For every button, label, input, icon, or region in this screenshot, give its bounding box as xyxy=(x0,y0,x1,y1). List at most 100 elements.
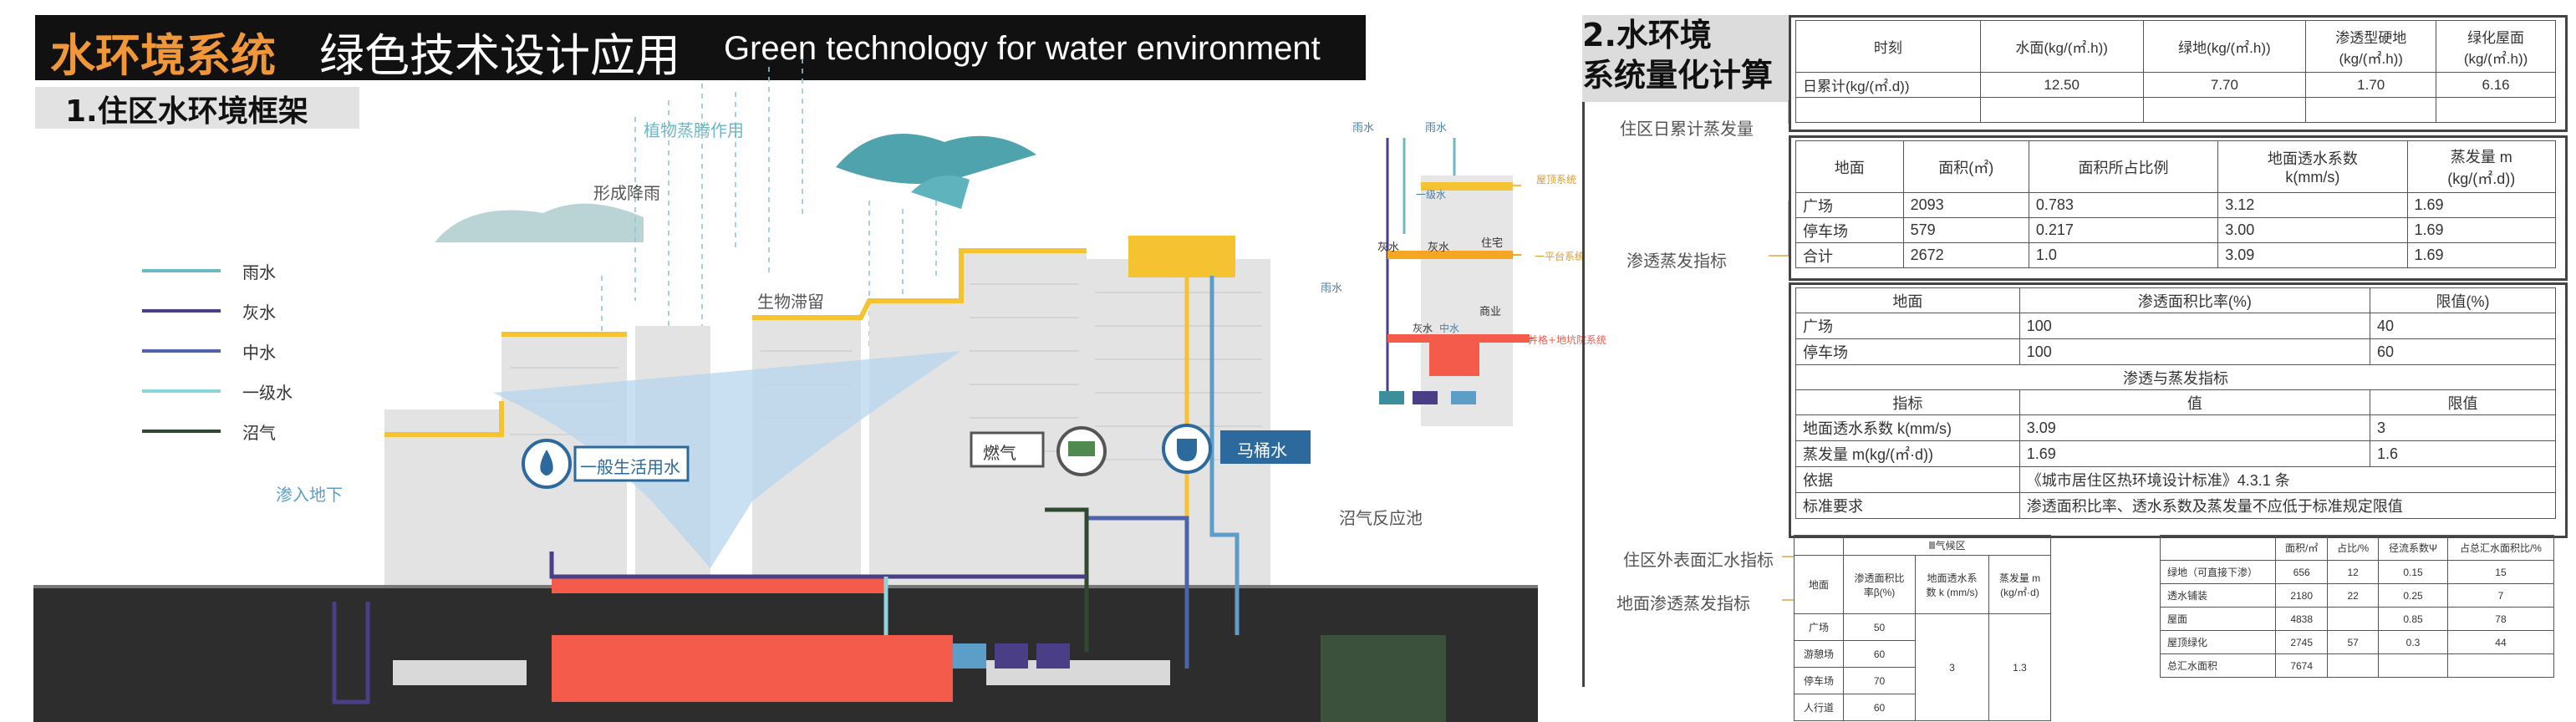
table3-header-cell: 限值(%) xyxy=(2369,287,2557,313)
schematic-label-rain-mid: 雨水 xyxy=(1321,282,1343,295)
legend-item: 灰水 xyxy=(142,291,293,331)
table5-header-cell: 面积/㎡ xyxy=(2275,535,2329,561)
table4-header-cell: 渗透面积比 率β(%) xyxy=(1843,555,1916,614)
schematic-ground-box xyxy=(1429,343,1479,376)
schematic-label-residential: 住宅 xyxy=(1481,237,1504,250)
table5-cell: 0.15 xyxy=(2378,560,2448,584)
table1-header-cell: 水面(kg/(㎡.h)) xyxy=(1979,20,2144,73)
title-english: Green technology for water environment xyxy=(724,30,1321,67)
schematic-label-grey-lower: 灰水 xyxy=(1413,323,1433,334)
section2-title-line2: 系统量化计算 xyxy=(1582,57,1774,94)
table2-cell: 广场 xyxy=(1795,192,1904,218)
table5-cell: 7674 xyxy=(2275,653,2329,678)
legend-swatch xyxy=(142,349,221,353)
table3-requirement-label: 标准要求 xyxy=(1795,492,2020,519)
table3-cell: 100 xyxy=(2019,313,2370,339)
section2-title-line1: 2.水环境 xyxy=(1582,17,1712,53)
label-general-water: 一般生活用水 xyxy=(580,457,680,477)
legend-swatch xyxy=(142,309,221,313)
schematic-building xyxy=(1421,175,1513,426)
table5-cell: 0.85 xyxy=(2378,607,2448,631)
schematic-label-commercial: 商业 xyxy=(1479,306,1502,318)
table5-cell: 2180 xyxy=(2275,583,2329,608)
table4-cell: 人行道 xyxy=(1793,694,1845,721)
label-infiltration-index: 渗透蒸发指标 xyxy=(1627,251,1727,271)
table3-cell: 3 xyxy=(2369,414,2557,441)
table3-cell: 40 xyxy=(2369,313,2557,339)
label-outer-surface: 住区外表面汇水指标 xyxy=(1623,550,1774,570)
schematic-label-roof-system: 屋顶系统 xyxy=(1536,174,1577,186)
table5-header-cell xyxy=(2159,535,2277,561)
table2-cell: 0.783 xyxy=(2028,192,2219,218)
table3-cell: 100 xyxy=(2019,338,2370,365)
schematic-tank-2 xyxy=(1413,391,1438,404)
legend-item: 沼气 xyxy=(142,411,293,451)
legend: 雨水灰水中水一级水沼气 xyxy=(142,251,293,451)
water-environment-diagram xyxy=(33,58,1538,722)
table1-cell xyxy=(1979,97,2144,123)
table4-cell: 停车场 xyxy=(1793,667,1845,694)
table5-cell: 屋顶绿化 xyxy=(2159,630,2277,654)
table1-cell xyxy=(1795,97,1981,123)
table5-header-cell: 径流系数Ψ xyxy=(2378,535,2448,561)
table5-cell: 0.25 xyxy=(2378,583,2448,608)
table1-cell: 12.50 xyxy=(1979,72,2144,98)
legend-label: 一级水 xyxy=(242,382,293,403)
table2-cell: 2672 xyxy=(1902,242,2029,268)
table4-header-cell: 蒸发量 m (kg/㎡·d) xyxy=(1988,555,2051,614)
ground-slab-left xyxy=(393,660,527,685)
table1-header-cell: 渗透型硬地 (kg/(㎡.h)) xyxy=(2305,20,2437,73)
title-bar xyxy=(35,15,1366,80)
table2-cell: 1.0 xyxy=(2028,242,2219,268)
table5-cell: 7 xyxy=(2446,583,2555,608)
table-climate-zone: Ⅲ气候区 地面渗透面积比 率β(%)地面透水系 数 k (mm/s)蒸发量 m … xyxy=(1793,535,2051,721)
label-infiltration: 渗入地下 xyxy=(276,485,343,505)
table4-m-value: 1.3 xyxy=(1988,613,2051,721)
table5-header-cell: 占总汇水面积比/% xyxy=(2446,535,2555,561)
table3-cell: 停车场 xyxy=(1795,338,2020,365)
legend-label: 中水 xyxy=(242,342,276,363)
water-funnel xyxy=(493,351,961,568)
table3-cell: 地面透水系数 k(mm/s) xyxy=(1795,414,2020,441)
cloud-mid xyxy=(911,175,970,209)
schematic-label-rain-left: 雨水 xyxy=(1352,122,1375,135)
table2-header-cell: 地面透水系数 k(mm/s) xyxy=(2217,140,2408,193)
toilet-water-box xyxy=(1220,430,1311,464)
roof-tank xyxy=(1128,236,1235,277)
table2-cell: 0.217 xyxy=(2028,217,2219,243)
table2-header-cell: 面积所占比例 xyxy=(2028,140,2219,193)
table3-cell: 1.69 xyxy=(2019,440,2370,467)
schematic-tank-3 xyxy=(1451,391,1476,404)
table2-cell: 2093 xyxy=(1902,192,2029,218)
table1-cell xyxy=(2305,97,2437,123)
rain-lines xyxy=(601,58,937,359)
schematic-label-grey-right: 灰水 xyxy=(1428,242,1450,254)
legend-swatch xyxy=(142,269,221,272)
table2-cell: 3.12 xyxy=(2217,192,2408,218)
section2-title: 2.水环境 系统量化计算 xyxy=(1582,15,1773,95)
table2-frame xyxy=(1789,135,2568,281)
tank-purple-2 xyxy=(1036,643,1070,669)
schematic-roof xyxy=(1421,182,1513,191)
table2-header-cell: 面积(㎡) xyxy=(1902,140,2029,193)
table2-header-cell: 地面 xyxy=(1795,140,1904,193)
table4-cell: 50 xyxy=(1843,613,1916,641)
schematic-tank-1 xyxy=(1379,391,1404,404)
table3-cell: 60 xyxy=(2369,338,2557,365)
schematic-label-ground-system: 井格+地坑院系统 xyxy=(1528,334,1607,346)
table5-cell: 57 xyxy=(2327,630,2380,654)
table5-cell: 总汇水面积 xyxy=(2159,653,2277,678)
table5-cell xyxy=(2446,653,2555,678)
legend-item: 中水 xyxy=(142,331,293,371)
table4-header-cell: 地面透水系 数 k (mm/s) xyxy=(1914,555,1990,614)
table5-cell: 2745 xyxy=(2275,630,2329,654)
cloud-top xyxy=(836,134,1036,184)
table4-k-value: 3 xyxy=(1914,613,1990,721)
roof-rails xyxy=(384,248,1087,437)
table2-cell: 3.00 xyxy=(2217,217,2408,243)
table5-cell: 12 xyxy=(2327,560,2380,584)
table5-cell: 屋面 xyxy=(2159,607,2277,631)
system-schematic xyxy=(1379,138,1534,426)
table1-cell: 7.70 xyxy=(2142,72,2307,98)
